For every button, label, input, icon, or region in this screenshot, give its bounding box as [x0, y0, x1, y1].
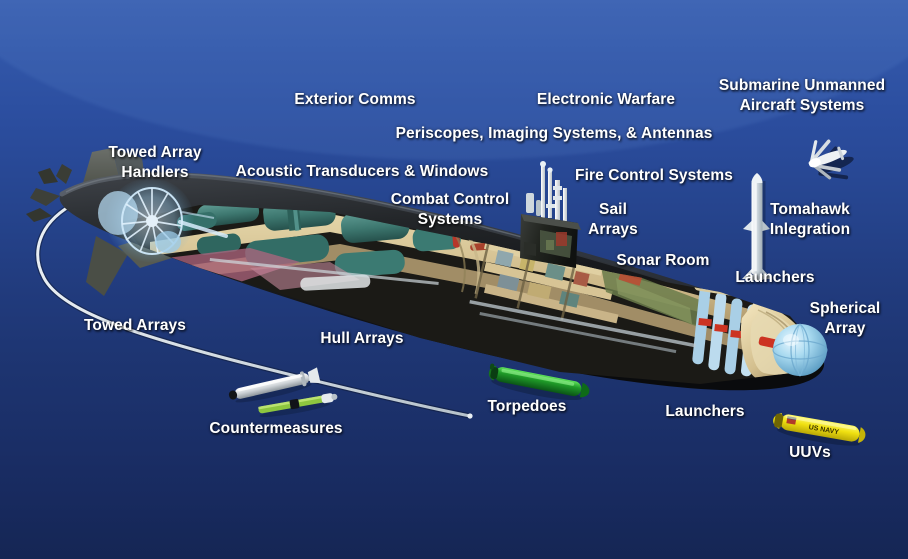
towed-array-cable [35, 203, 473, 419]
countermeasure-icon [258, 393, 338, 418]
label-periscopes-imaging-antennas: Periscopes, Imaging Systems, & Antennas [395, 125, 713, 142]
label-spherical-array: Spherical Array [809, 300, 881, 337]
label-combat-control-systems: Combat Control Systems [390, 191, 510, 228]
label-torpedoes: Torpedoes [487, 398, 567, 415]
submarine-sail [520, 161, 581, 268]
label-towed-arrays: Towed Arrays [84, 317, 186, 334]
label-fire-control-systems: Fire Control Systems [575, 167, 733, 184]
label-exterior-comms: Exterior Comms [294, 91, 416, 108]
label-acoustic-transducers-windows: Acoustic Transducers & Windows [235, 163, 489, 180]
torpedo-icon [488, 363, 590, 401]
label-sail-arrays: Sail Arrays [588, 201, 638, 238]
label-launchers-lower: Launchers [665, 403, 745, 420]
pump-jet-propulsor [98, 178, 228, 262]
label-sonar-room: Sonar Room [616, 252, 710, 269]
label-uuvs: UUVs [789, 444, 831, 461]
label-tomahawk-integration: Tomahawk Inlegration [769, 201, 851, 238]
label-launchers-upper: Launchers [735, 269, 815, 286]
spherical-sonar-array [772, 323, 828, 377]
uuv-icon: US NAVY [773, 413, 866, 446]
countermeasure-icon [228, 367, 321, 403]
label-towed-array-handlers: Towed Array Handlers [108, 144, 202, 181]
label-countermeasures: Countermeasures [209, 420, 343, 437]
label-electronic-warfare: Electronic Warfare [536, 91, 676, 108]
missile-icon [742, 173, 772, 282]
label-submarine-unmanned-aircraft-systems: Submarine Unmanned Aircraft Systems [718, 77, 886, 114]
periscope-masts [526, 161, 567, 222]
label-hull-arrays: Hull Arrays [320, 330, 404, 347]
uav-icon [808, 139, 854, 180]
